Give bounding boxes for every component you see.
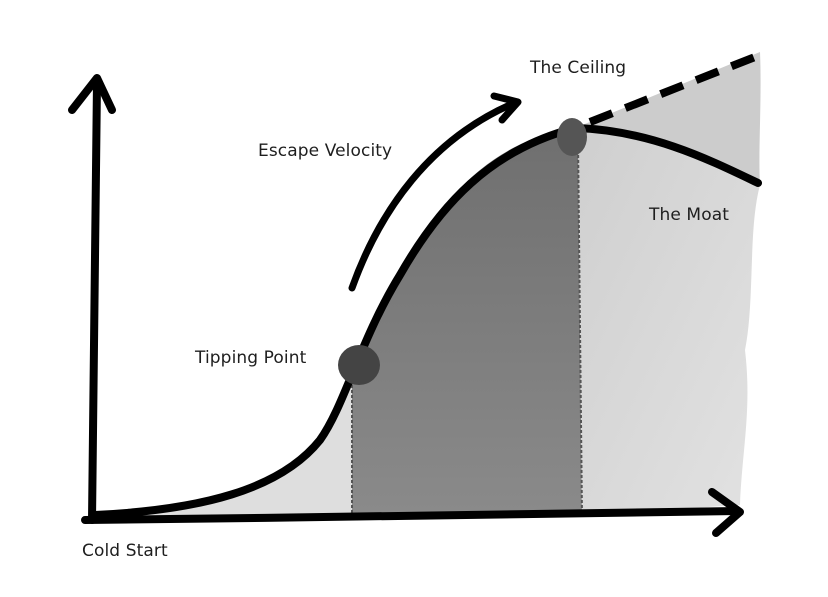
growth-s-curve [91,123,762,519]
ceiling-dashed-line [588,51,762,126]
ceiling-marker [557,118,587,156]
cold-start-label: Cold Start [82,541,168,561]
tipping-point-marker [338,345,380,385]
escape-velocity-region [352,128,582,515]
ceiling-divider [577,139,583,516]
y-axis [88,78,101,524]
moat-region [578,128,760,515]
escape-velocity-label: Escape Velocity [258,141,393,161]
x-axis-arrowhead [708,488,744,537]
cold-start-region [95,380,352,515]
y-axis-arrowhead [68,74,116,114]
escape-velocity-arrow [348,100,516,292]
x-axis [81,507,742,524]
escape-velocity-arrowhead [490,92,522,124]
ceiling-label: The Ceiling [530,58,627,78]
moat-label: The Moat [649,205,729,225]
tipping-point-label: Tipping Point [195,348,307,368]
ceiling-wedge-region [575,52,761,185]
